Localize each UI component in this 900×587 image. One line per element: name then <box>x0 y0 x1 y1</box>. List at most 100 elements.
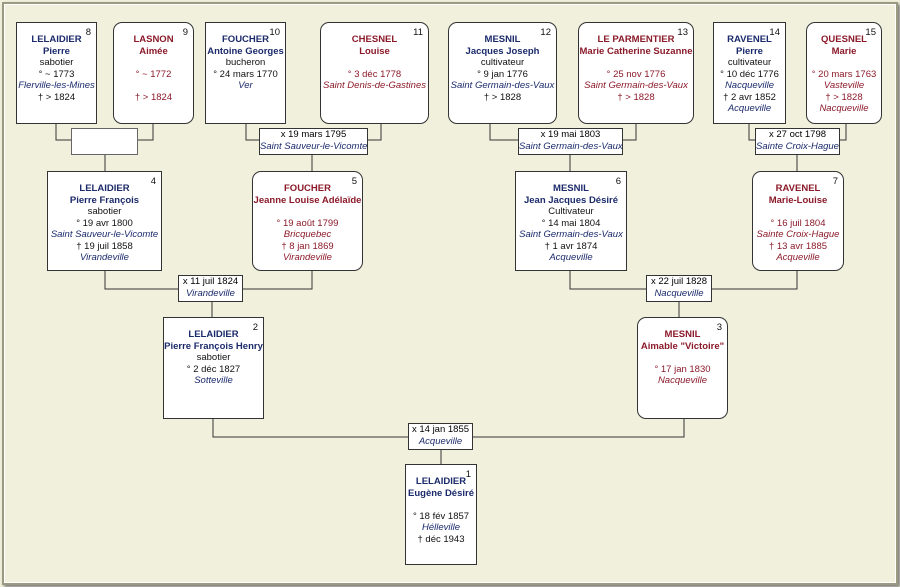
occupation: sabotier <box>39 57 74 68</box>
occupation: cultivateur <box>727 57 772 68</box>
person-box-2[interactable]: 2 LELAIDIER Pierre François Henry saboti… <box>163 317 264 419</box>
death: † > 1828 <box>617 91 655 103</box>
surname: LE PARMENTIER <box>597 34 675 45</box>
given-name: Aimable "Victoire" <box>640 340 725 352</box>
marriage-date: x 19 mai 1803 <box>540 129 601 140</box>
given-name: Louise <box>359 45 390 57</box>
person-number: 15 <box>865 27 876 38</box>
person-number: 13 <box>677 27 688 38</box>
person-box-9[interactable]: 9 LASNON Aimée ° ~ 1772 † > 1824 <box>113 22 194 124</box>
birth: ° 3 déc 1778 <box>347 68 402 80</box>
birth-place: Hélleville <box>421 522 460 533</box>
surname: LASNON <box>133 34 174 45</box>
marriage-place: Sainte Croix-Hague <box>756 140 839 152</box>
death: † 8 jan 1869 <box>281 240 334 252</box>
birth-place: Saint Sauveur-le-Vicomte <box>50 229 159 240</box>
surname: MESNIL <box>553 183 589 194</box>
marriage-box-2-3[interactable]: x 14 jan 1855 Acqueville <box>408 423 473 450</box>
person-box-3[interactable]: 3 MESNIL Aimable "Victoire" ° 17 jan 183… <box>637 317 728 419</box>
given-name: Jean Jacques Désiré <box>523 194 618 206</box>
person-box-12[interactable]: 12 MESNIL Jacques Joseph cultivateur ° 9… <box>448 22 557 124</box>
surname: MESNIL <box>664 329 701 340</box>
birth-place: Vasteville <box>823 80 865 91</box>
person-number: 10 <box>269 27 280 38</box>
death: † 19 juil 1858 <box>76 240 133 252</box>
marriage-place: Nacqueville <box>654 287 704 299</box>
surname: MESNIL <box>484 34 521 45</box>
marriage-date: x 27 oct 1798 <box>768 129 827 140</box>
birth: ° 17 jan 1830 <box>654 363 711 375</box>
marriage-place: Saint Sauveur-le-Vicomte <box>260 140 368 152</box>
person-box-6[interactable]: 6 MESNIL Jean Jacques Désiré Cultivateur… <box>515 171 627 271</box>
death-place: Virandeville <box>80 252 129 263</box>
occupation: sabotier <box>87 206 122 217</box>
birth: ° 25 nov 1776 <box>606 68 666 80</box>
marriage-place: Acqueville <box>418 435 463 447</box>
birth: ° ~ 1772 <box>135 68 172 80</box>
person-box-15[interactable]: 15 QUESNEL Marie ° 20 mars 1763 Vastevil… <box>806 22 882 124</box>
person-box-1[interactable]: 1 LELAIDIER Eugène Désiré ° 18 fév 1857 … <box>405 464 477 565</box>
birth: ° 19 août 1799 <box>276 217 339 229</box>
birth-place: Sainte Croix-Hague <box>756 229 840 240</box>
given-name: Pierre François <box>69 194 140 206</box>
surname: RAVENEL <box>727 34 772 45</box>
person-number: 4 <box>150 176 156 187</box>
marriage-date: x 11 juil 1824 <box>182 276 239 287</box>
death: † > 1824 <box>134 91 173 103</box>
person-number: 3 <box>716 322 722 333</box>
birth-place: Nacqueville <box>724 80 775 91</box>
given-name: Marie-Louise <box>768 194 828 206</box>
person-box-14[interactable]: 14 RAVENEL Pierre cultivateur ° 10 déc 1… <box>713 22 786 124</box>
person-box-5[interactable]: 5 FOUCHER Jeanne Louise Adélaïde ° 19 ao… <box>252 171 363 271</box>
birth-place: Saint Germain-des-Vaux <box>584 80 688 91</box>
given-name: Marie <box>831 45 857 57</box>
person-box-8[interactable]: 8 LELAIDIER Pierre sabotier ° ~ 1773 Fle… <box>16 22 97 124</box>
surname: CHESNEL <box>351 34 398 45</box>
person-box-4[interactable]: 4 LELAIDIER Pierre François sabotier ° 1… <box>47 171 162 271</box>
surname: FOUCHER <box>284 183 331 194</box>
given-name: Pierre <box>43 45 70 57</box>
birth: ° 10 déc 1776 <box>720 68 779 80</box>
surname: FOUCHER <box>222 34 269 45</box>
person-number: 14 <box>769 27 780 38</box>
person-number: 6 <box>615 176 621 187</box>
death: † > 1824 <box>37 91 76 103</box>
death-place: Virandeville <box>283 252 332 263</box>
surname: LELAIDIER <box>188 329 239 340</box>
person-box-7[interactable]: 7 RAVENEL Marie-Louise ° 16 juil 1804 Sa… <box>752 171 844 271</box>
person-box-10[interactable]: 10 FOUCHER Antoine Georges bucheron ° 24… <box>205 22 286 124</box>
occupation: bucheron <box>225 57 266 68</box>
given-name: Marie Catherine Suzanne <box>579 45 693 57</box>
marriage-box-10-11[interactable]: x 19 mars 1795 Saint Sauveur-le-Vicomte <box>259 128 368 155</box>
death-place: Nacqueville <box>819 103 869 114</box>
marriage-box-12-13[interactable]: x 19 mai 1803 Saint Germain-des-Vaux <box>518 128 623 155</box>
person-number: 1 <box>465 469 471 480</box>
marriage-box-6-7[interactable]: x 22 juil 1828 Nacqueville <box>646 275 712 302</box>
marriage-box-empty[interactable] <box>71 128 138 155</box>
person-box-13[interactable]: 13 LE PARMENTIER Marie Catherine Suzanne… <box>578 22 694 124</box>
person-number: 8 <box>85 27 91 38</box>
given-name: Jeanne Louise Adélaïde <box>253 194 362 206</box>
marriage-box-14-15[interactable]: x 27 oct 1798 Sainte Croix-Hague <box>755 128 840 155</box>
birth-place: Ver <box>238 80 253 91</box>
occupation: Cultivateur <box>548 206 594 217</box>
marriage-date: x 14 jan 1855 <box>411 424 470 435</box>
surname: QUESNEL <box>821 34 867 45</box>
marriage-date: x 22 juil 1828 <box>651 276 707 287</box>
person-number: 9 <box>182 27 188 38</box>
marriage-date: x 19 mars 1795 <box>280 129 347 140</box>
person-number: 7 <box>832 176 838 187</box>
surname: RAVENEL <box>775 183 821 194</box>
birth-place: Sotteville <box>194 375 233 386</box>
death-place: Acqueville <box>549 252 593 263</box>
given-name: Pierre François Henry <box>164 340 263 352</box>
marriage-box-4-5[interactable]: x 11 juil 1824 Virandeville <box>178 275 243 302</box>
death: † > 1828 <box>483 91 522 103</box>
person-box-11[interactable]: 11 CHESNEL Louise ° 3 déc 1778 Saint Den… <box>320 22 429 124</box>
birth: ° 18 fév 1857 <box>412 510 470 522</box>
death: † > 1828 <box>825 91 863 103</box>
death: † 1 avr 1874 <box>544 240 598 252</box>
birth: ° 19 avr 1800 <box>76 217 133 229</box>
birth: ° 24 mars 1770 <box>213 68 278 80</box>
